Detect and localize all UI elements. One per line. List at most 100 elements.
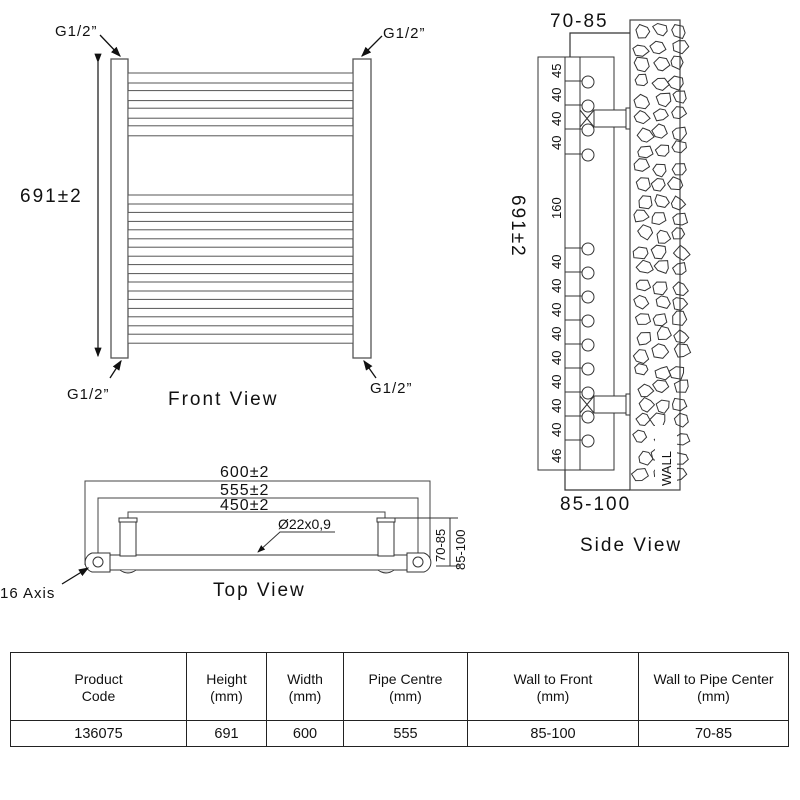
- wall-stones: [630, 22, 692, 482]
- spacing-label: 160: [549, 197, 564, 219]
- stone: [656, 325, 672, 341]
- stone: [668, 366, 685, 380]
- rail-section: [581, 410, 595, 424]
- rail: [127, 107, 354, 119]
- spacing-label: 40: [549, 136, 564, 150]
- connection-arrow: [363, 359, 377, 379]
- right-end-cap: [406, 552, 432, 573]
- stone: [654, 193, 670, 208]
- dim-450-line: [127, 511, 386, 518]
- rail-section: [581, 386, 595, 400]
- right-post: [377, 519, 395, 557]
- spacing-label: 40: [549, 255, 564, 269]
- stone: [632, 246, 649, 260]
- stone: [652, 163, 667, 178]
- stone: [673, 343, 692, 358]
- stone: [673, 329, 690, 344]
- stone: [673, 412, 689, 428]
- header-pipe-centre: Pipe Centre(mm): [343, 652, 468, 721]
- rail-sections: [565, 75, 595, 448]
- stone: [673, 379, 689, 393]
- stone: [670, 55, 684, 71]
- axis-label: 16 Axis: [0, 585, 55, 602]
- spacing-label: 40: [549, 88, 564, 102]
- stone: [632, 44, 650, 57]
- spacing-label: 40: [549, 112, 564, 126]
- rail-section: [581, 148, 595, 162]
- dim-555-line: [97, 497, 419, 562]
- wall: [629, 19, 681, 491]
- stone: [638, 396, 656, 413]
- side-height-label: 691±2: [507, 195, 528, 258]
- rail: [127, 229, 354, 240]
- stone: [632, 429, 648, 443]
- stone: [633, 110, 651, 125]
- bottom-offset-line: [564, 470, 630, 491]
- stone: [649, 40, 667, 55]
- stone: [671, 163, 687, 176]
- stone: [672, 244, 691, 262]
- spacing-label: 40: [549, 303, 564, 317]
- side-outline: [537, 56, 615, 471]
- stone: [671, 227, 686, 240]
- side-top-dim: 70-85: [550, 11, 609, 32]
- connection-label-bottom-left: G1/2”: [67, 386, 110, 403]
- stone: [671, 397, 688, 412]
- stone: [635, 279, 652, 292]
- stone: [654, 366, 672, 381]
- stone: [672, 310, 688, 326]
- pipe-leader: [257, 531, 335, 553]
- rail-section: [581, 99, 595, 113]
- stone: [637, 145, 654, 159]
- depth-dim-70-85: 70-85: [433, 529, 448, 562]
- front-view-title: Front View: [168, 389, 278, 410]
- stone: [656, 229, 672, 244]
- stone: [655, 295, 671, 309]
- rail: [127, 246, 354, 257]
- top-view-title: Top View: [213, 580, 306, 601]
- wall-bracket: [579, 393, 631, 416]
- cell-height: 691: [186, 720, 267, 747]
- technical-drawing: 691±2 G1/2” G1/2” G1/2” G1/2” Front View…: [0, 11, 692, 602]
- wall-label: WALL: [659, 451, 674, 486]
- spacing-label: 40: [549, 351, 564, 365]
- stone: [637, 383, 655, 398]
- dim-450: 450±2: [220, 497, 269, 514]
- rail-section: [581, 123, 595, 137]
- bottom-rail: [99, 554, 421, 571]
- table-row: 136075 691 600 555 85-100 70-85: [10, 720, 789, 747]
- cell-wall-to-front: 85-100: [467, 720, 639, 747]
- stone: [670, 195, 687, 211]
- stone: [671, 24, 686, 40]
- spacing-label: 45: [549, 64, 564, 78]
- stone: [666, 75, 684, 91]
- rail: [127, 333, 354, 344]
- rail-section: [581, 75, 595, 89]
- stone: [655, 399, 670, 414]
- stone: [633, 294, 650, 310]
- stone: [671, 106, 688, 120]
- stone: [635, 23, 651, 39]
- stone: [650, 177, 666, 192]
- stone: [655, 92, 672, 108]
- rails: [127, 72, 354, 344]
- spacing-label: 46: [549, 449, 564, 463]
- connection-label-bottom-right: G1/2”: [370, 380, 413, 397]
- connection-arrow: [109, 359, 122, 379]
- stone: [652, 379, 670, 394]
- spacing-label: 40: [549, 423, 564, 437]
- rail-section: [581, 338, 595, 352]
- dim-600: 600±2: [220, 464, 269, 481]
- stone: [651, 77, 671, 91]
- connection-arrow: [361, 35, 383, 57]
- stone: [672, 297, 689, 311]
- stone: [638, 195, 653, 210]
- rail-section: [581, 242, 595, 256]
- front-height-label: 691±2: [20, 186, 83, 207]
- connection-label-top-right: G1/2”: [383, 25, 426, 42]
- spacing-label: 40: [549, 375, 564, 389]
- rail: [127, 125, 354, 137]
